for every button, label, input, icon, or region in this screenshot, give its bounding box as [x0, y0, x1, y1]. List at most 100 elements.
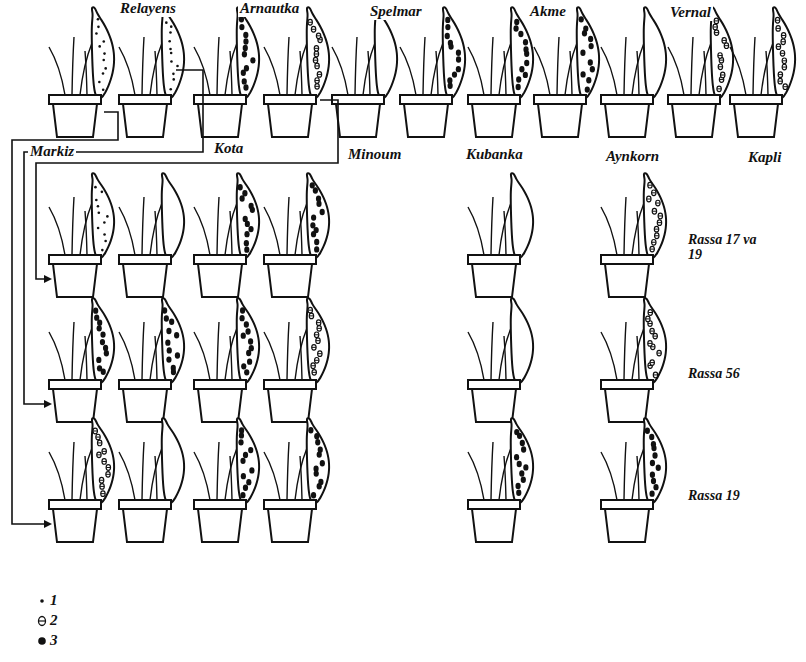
rust-spot [166, 328, 171, 334]
stem [436, 51, 438, 95]
rust-spot [658, 213, 662, 219]
stem [431, 43, 443, 95]
rust-spot [318, 479, 323, 485]
wheat-pot [49, 173, 114, 297]
rust-spot [101, 491, 105, 497]
rust-spot [656, 200, 660, 206]
stem [194, 207, 210, 255]
pot [268, 104, 312, 137]
rust-spot [316, 320, 320, 326]
rust-spot [310, 222, 315, 228]
leaf [711, 7, 733, 98]
rust-spot [652, 208, 656, 214]
rust-spot [650, 328, 654, 334]
stem [264, 47, 280, 95]
stem [499, 43, 511, 95]
stem [624, 322, 626, 380]
rust-spot [97, 440, 101, 446]
rust-spot [314, 246, 319, 252]
rust-spot [249, 467, 254, 473]
variety-name: Akme [528, 3, 568, 20]
pot [336, 104, 380, 137]
stem [704, 51, 706, 95]
rust-spot [93, 430, 97, 431]
rust-spot [654, 374, 658, 375]
rust-spot [523, 39, 528, 45]
stem [691, 37, 693, 95]
rust-spot [249, 345, 254, 351]
rust-spot [713, 24, 717, 30]
stem [49, 332, 65, 380]
rust-spot [243, 38, 248, 44]
rust-spot [645, 428, 650, 434]
rust-spot [169, 319, 174, 325]
variety-name: Minoum [346, 146, 403, 163]
rust-spot [650, 331, 654, 332]
rust-spot [314, 60, 318, 61]
rust-spot [517, 461, 522, 467]
stem [624, 197, 626, 255]
pot [472, 264, 516, 297]
bracket-line [24, 70, 203, 404]
wheat-pot [49, 298, 114, 422]
pot-rim [119, 95, 171, 104]
stem [632, 43, 644, 95]
leaf [162, 173, 184, 258]
rust-spot [244, 246, 249, 252]
rust-spot [106, 467, 110, 468]
stem [534, 47, 550, 95]
pot-rim [194, 380, 246, 389]
stem [217, 322, 219, 380]
leaf [577, 7, 599, 98]
stem [230, 456, 232, 500]
rust-spot [312, 370, 316, 376]
stem [49, 207, 65, 255]
stem [155, 51, 157, 95]
stem [217, 197, 219, 255]
leaf [162, 298, 184, 383]
stem [491, 37, 493, 95]
pot-rim [601, 255, 653, 264]
pot [472, 509, 516, 542]
rust-spot [162, 307, 167, 313]
rust-spot [648, 310, 652, 316]
rust-spot [169, 48, 172, 51]
leaf [644, 298, 666, 383]
wheat-pot [119, 298, 184, 422]
rust-spot [316, 338, 320, 344]
rust-spot [315, 65, 319, 66]
rust-spot [724, 45, 728, 46]
rust-spot [514, 454, 519, 460]
leaf [237, 7, 259, 98]
rust-spot [521, 477, 526, 483]
rust-spot [243, 45, 248, 51]
rust-spot [315, 84, 319, 90]
stem [632, 448, 644, 500]
pot-rim [468, 500, 520, 509]
rust-spot [714, 18, 718, 24]
rust-spot [657, 350, 661, 356]
rust-spot [783, 84, 787, 90]
rust-spot [721, 75, 725, 76]
rust-spot [315, 63, 319, 69]
rust-spot [523, 464, 528, 470]
rust-spot [240, 492, 245, 498]
rust-spot [241, 363, 246, 369]
rust-spot [445, 33, 450, 39]
rust-spot [308, 310, 312, 311]
rust-spot [315, 78, 319, 84]
stem [295, 203, 307, 255]
rust-spot [445, 17, 450, 23]
rust-spot [165, 339, 170, 345]
rust-spot [647, 196, 651, 202]
race-label: Rassa 17 va 19 [686, 232, 770, 263]
pot [605, 509, 649, 542]
rust-spot [100, 339, 105, 345]
rust-spot [243, 452, 248, 458]
rust-spot [315, 80, 319, 81]
variety-name: Aynkorn [604, 148, 661, 165]
rust-spot [783, 86, 787, 87]
pot-rim [601, 500, 653, 509]
pot [123, 509, 167, 542]
stem [287, 197, 289, 255]
